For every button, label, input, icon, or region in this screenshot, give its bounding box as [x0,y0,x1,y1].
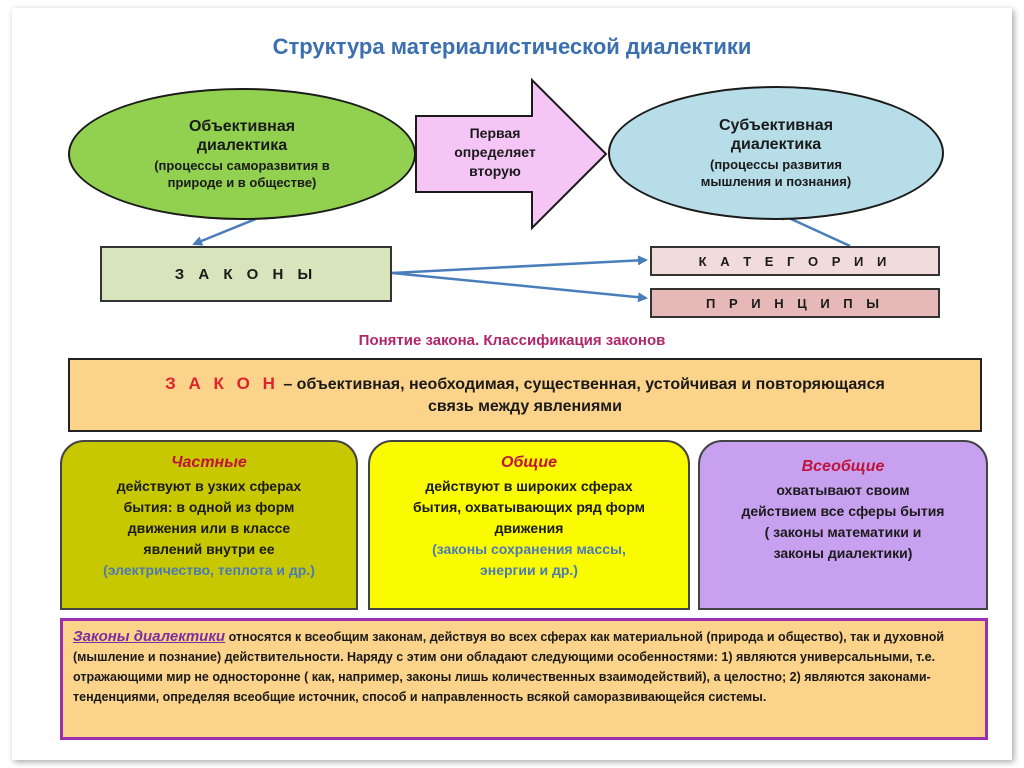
definition-word: З А К О Н [165,373,279,393]
definition-line1: З А К О Н – объективная, необходимая, су… [70,373,980,396]
general-laws-title: Общие [501,454,557,471]
particular-laws-examples: (электричество, теплота и др.) [103,562,315,578]
categories-box: К А Т Е Г О Р И И [650,246,940,276]
particular-laws-line: бытия: в одной из форм [123,499,295,515]
universal-laws-line: действием все сферы бытия [741,503,945,519]
note-text: относятся к всеобщим законам, действуя в… [73,630,945,704]
page-title: Структура материалистической диалектики [272,34,752,59]
general-laws-examples-line2: энергии и др.) [480,562,578,578]
general-laws-line: движения [494,520,564,536]
objective-desc-line2: природе и в обществе) [167,175,317,190]
universal-laws-line: ( законы математики и [764,524,922,540]
objective-desc-line1: (процессы саморазвития в [154,158,330,173]
definition-text-line1: – объективная, необходимая, существенная… [278,375,885,393]
universal-laws-line: охватывают своим [776,482,910,498]
general-laws-line: действуют в широких сферах [425,478,633,494]
universal-laws-line: законы диалектики) [773,545,913,561]
relation-line3: вторую [469,163,521,179]
subjective-name-line2: диалектика [730,136,822,153]
objective-name-line1: Объективная [188,118,296,135]
particular-laws-title: Частные [171,454,247,471]
section-subtitle: Понятие закона. Классификация законов [358,332,666,349]
definition-text-line2: связь между явлениями [428,397,622,415]
general-laws-line: бытия, охватывающих ряд форм [413,499,645,515]
note-lead: Законы диалектики [73,628,226,645]
universal-laws-title: Всеобщие [801,458,885,475]
dialectics-laws-note: Законы диалектики относятся к всеобщим з… [60,618,988,740]
general-laws-examples-line1: (законы сохранения массы, [432,541,626,557]
particular-laws-line: движения или в классе [127,520,291,536]
principles-label: П Р И Н Ц И П Ы [706,295,884,311]
objective-dialectics-ellipse: Объективная диалектика (процессы самораз… [68,88,416,220]
subjective-name-line1: Субъективная [718,117,834,134]
categories-label: К А Т Е Г О Р И И [698,253,892,269]
principles-box: П Р И Н Ц И П Ы [650,288,940,318]
general-laws-card: Общие действуют в широких сферах бытия, … [368,440,690,610]
relation-label: Первая определяет вторую [420,124,570,181]
subjective-desc-line2: мышления и познания) [700,174,852,189]
universal-laws-card: Всеобщие охватывают своим действием все … [698,440,988,610]
subjective-dialectics-ellipse: Субъективная диалектика (процессы развит… [608,86,944,220]
particular-laws-line: явлений внутри ее [143,541,275,557]
relation-line2: определяет [454,144,536,160]
law-definition-box: З А К О Н – объективная, необходимая, су… [68,358,982,432]
laws-box: З А К О Н Ы [100,246,392,302]
laws-label: З А К О Н Ы [174,265,318,283]
particular-laws-line: действуют в узких сферах [116,478,302,494]
relation-line1: Первая [469,125,521,141]
particular-laws-card: Частные действуют в узких сферах бытия: … [60,440,358,610]
objective-name-line2: диалектика [196,137,288,154]
subjective-desc-line1: (процессы развития [709,157,842,172]
